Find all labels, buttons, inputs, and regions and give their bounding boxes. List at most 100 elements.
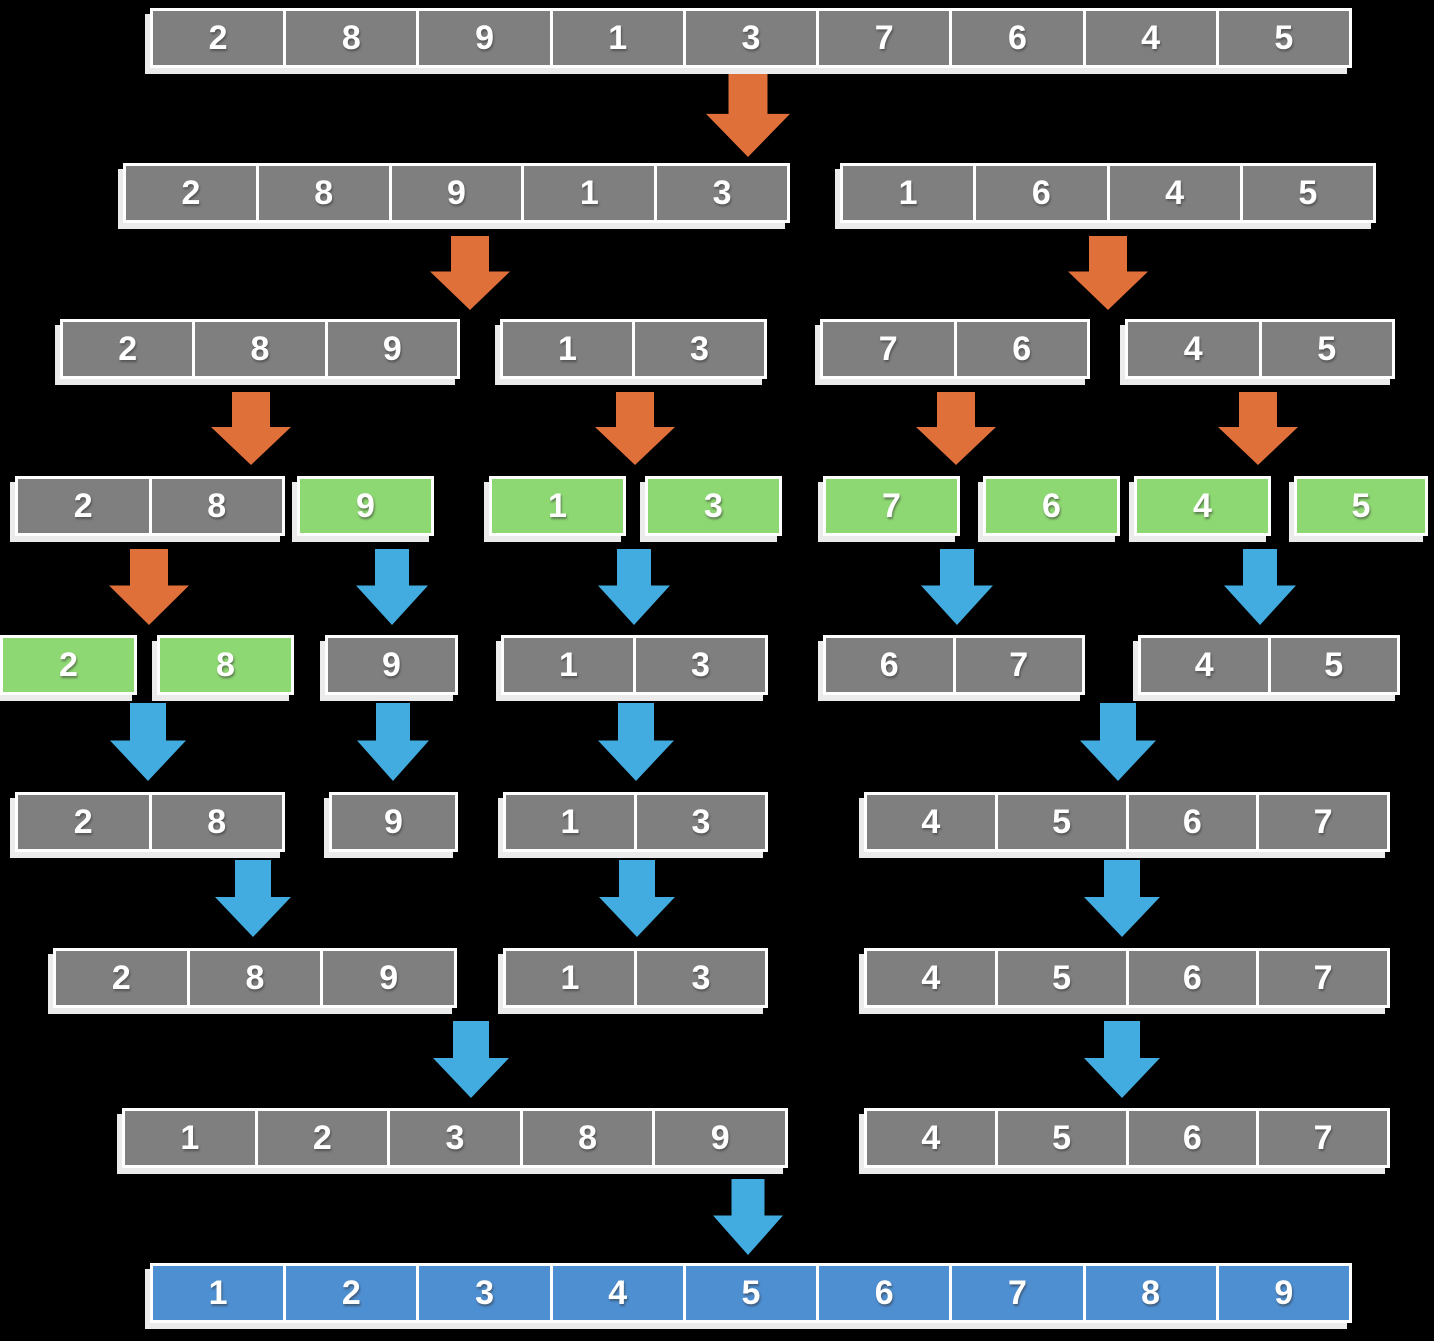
array-cell: 9 bbox=[382, 329, 402, 368]
array-cell: 6 bbox=[819, 1266, 953, 1320]
array-cell: 3 bbox=[704, 486, 723, 525]
array-cell: 8 bbox=[259, 166, 392, 220]
array-cell: 7 bbox=[819, 11, 953, 65]
array-cell: 4 bbox=[1128, 322, 1262, 376]
array-cell: 5 bbox=[998, 1111, 1129, 1165]
number-array: 4 bbox=[1134, 476, 1271, 536]
number-array: 7 bbox=[823, 476, 960, 536]
array-cell: 9 bbox=[379, 958, 399, 997]
array-cell: 6 bbox=[1129, 1111, 1260, 1165]
array-cell: 7 bbox=[1313, 1118, 1333, 1157]
number-array: 3 bbox=[645, 476, 782, 536]
array-cell: 2 bbox=[18, 795, 152, 849]
array-cell: 7 bbox=[882, 486, 901, 525]
number-array: 9 bbox=[325, 635, 458, 695]
array-cell: 3 bbox=[691, 958, 711, 997]
merge-arrow-icon bbox=[1080, 703, 1156, 781]
merge-arrow-icon bbox=[356, 549, 428, 625]
array-cell: 9 bbox=[419, 11, 553, 65]
split-arrow-icon bbox=[916, 392, 996, 465]
array-cell: 3 bbox=[686, 11, 820, 65]
array-cell: 8 bbox=[195, 322, 328, 376]
array-cell: 1 bbox=[548, 486, 567, 525]
number-array: 6 bbox=[983, 476, 1120, 536]
array-cell: 4 bbox=[867, 951, 998, 1005]
merge-arrow-icon bbox=[1084, 1021, 1160, 1098]
array-cell: 6 bbox=[1129, 795, 1260, 849]
merge-arrow-icon bbox=[1224, 549, 1296, 625]
array-cell: 1 bbox=[524, 166, 658, 220]
array-cell: 1 bbox=[506, 795, 637, 849]
array-cell: 5 bbox=[1317, 329, 1337, 368]
number-array: 8 bbox=[157, 635, 294, 695]
array-cell: 8 bbox=[216, 645, 235, 684]
array-cell: 7 bbox=[952, 1266, 1086, 1320]
array-cell: 2 bbox=[258, 1111, 391, 1165]
array-cell: 6 bbox=[976, 166, 1110, 220]
split-arrow-icon bbox=[211, 392, 291, 465]
array-cell: 2 bbox=[286, 1266, 420, 1320]
array-cell: 2 bbox=[153, 11, 287, 65]
merge-arrow-icon bbox=[599, 860, 675, 937]
array-cell: 5 bbox=[1324, 645, 1344, 684]
split-arrow-icon bbox=[109, 549, 189, 625]
array-cell: 9 bbox=[392, 166, 525, 220]
array-cell: 6 bbox=[1012, 329, 1032, 368]
array-cell: 3 bbox=[712, 173, 732, 212]
array-cell: 9 bbox=[1274, 1273, 1294, 1312]
merge-arrow-icon bbox=[713, 1179, 783, 1255]
array-cell: 1 bbox=[503, 322, 635, 376]
array-cell: 1 bbox=[153, 1266, 287, 1320]
array-cell: 3 bbox=[419, 1266, 553, 1320]
number-array: 5 bbox=[1294, 476, 1428, 536]
array-cell: 8 bbox=[207, 486, 227, 525]
array-cell: 6 bbox=[826, 638, 956, 692]
array-cell: 9 bbox=[710, 1118, 730, 1157]
array-cell: 3 bbox=[390, 1111, 523, 1165]
array-cell: 3 bbox=[691, 645, 710, 684]
array-cell: 9 bbox=[356, 486, 375, 525]
array-cell: 5 bbox=[686, 1266, 820, 1320]
array-cell: 6 bbox=[1042, 486, 1061, 525]
array-cell: 8 bbox=[523, 1111, 656, 1165]
array-cell: 3 bbox=[691, 802, 711, 841]
merge-arrow-icon bbox=[110, 703, 186, 781]
array-cell: 4 bbox=[867, 795, 998, 849]
array-cell: 2 bbox=[126, 166, 259, 220]
split-arrow-icon bbox=[706, 74, 790, 157]
array-cell: 1 bbox=[843, 166, 977, 220]
array-cell: 9 bbox=[384, 802, 403, 841]
number-array: 1 bbox=[489, 476, 626, 536]
array-cell: 2 bbox=[59, 645, 78, 684]
merge-arrow-icon bbox=[921, 549, 993, 625]
array-cell: 4 bbox=[867, 1111, 998, 1165]
array-cell: 3 bbox=[690, 329, 709, 368]
array-cell: 2 bbox=[63, 322, 196, 376]
split-arrow-icon bbox=[595, 392, 675, 465]
array-cell: 4 bbox=[553, 1266, 686, 1320]
number-array: 2 bbox=[0, 635, 137, 695]
array-cell: 4 bbox=[1086, 11, 1219, 65]
array-cell: 5 bbox=[998, 951, 1129, 1005]
array-cell: 1 bbox=[125, 1111, 258, 1165]
array-cell: 7 bbox=[1313, 958, 1333, 997]
array-cell: 6 bbox=[952, 11, 1086, 65]
